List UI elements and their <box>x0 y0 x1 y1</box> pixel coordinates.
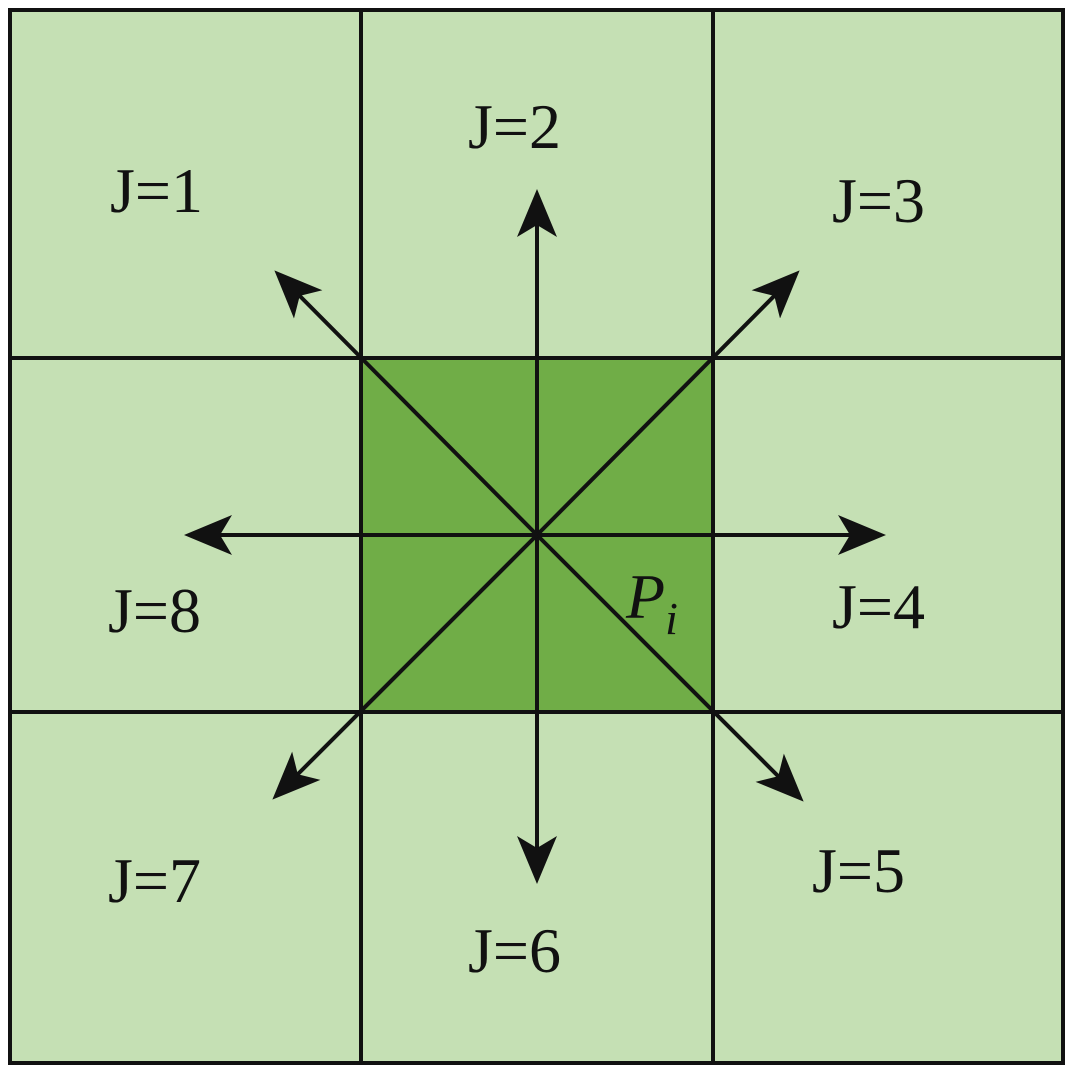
label-j5: J=5 <box>812 835 905 906</box>
label-j8: J=8 <box>108 575 201 646</box>
label-j2: J=2 <box>468 91 561 162</box>
center-subscript: i <box>665 593 678 644</box>
label-j1: J=1 <box>110 155 203 226</box>
label-j3: J=3 <box>832 165 925 236</box>
grid-outer-border <box>8 8 1065 1065</box>
label-j6: J=6 <box>468 915 561 986</box>
arrow-j5 <box>535 533 804 802</box>
label-j7: J=7 <box>108 845 201 916</box>
direction-labels: J=1 J=2 J=3 J=4 J=5 J=6 J=7 J=8 <box>108 91 925 986</box>
arrow-j3 <box>535 270 800 537</box>
center-label: Pi <box>625 561 678 644</box>
arrow-j1 <box>274 270 539 537</box>
center-symbol: P <box>625 561 665 632</box>
direction-arrows <box>184 189 886 884</box>
arrow-j7 <box>272 533 539 800</box>
label-j4: J=4 <box>832 571 925 642</box>
